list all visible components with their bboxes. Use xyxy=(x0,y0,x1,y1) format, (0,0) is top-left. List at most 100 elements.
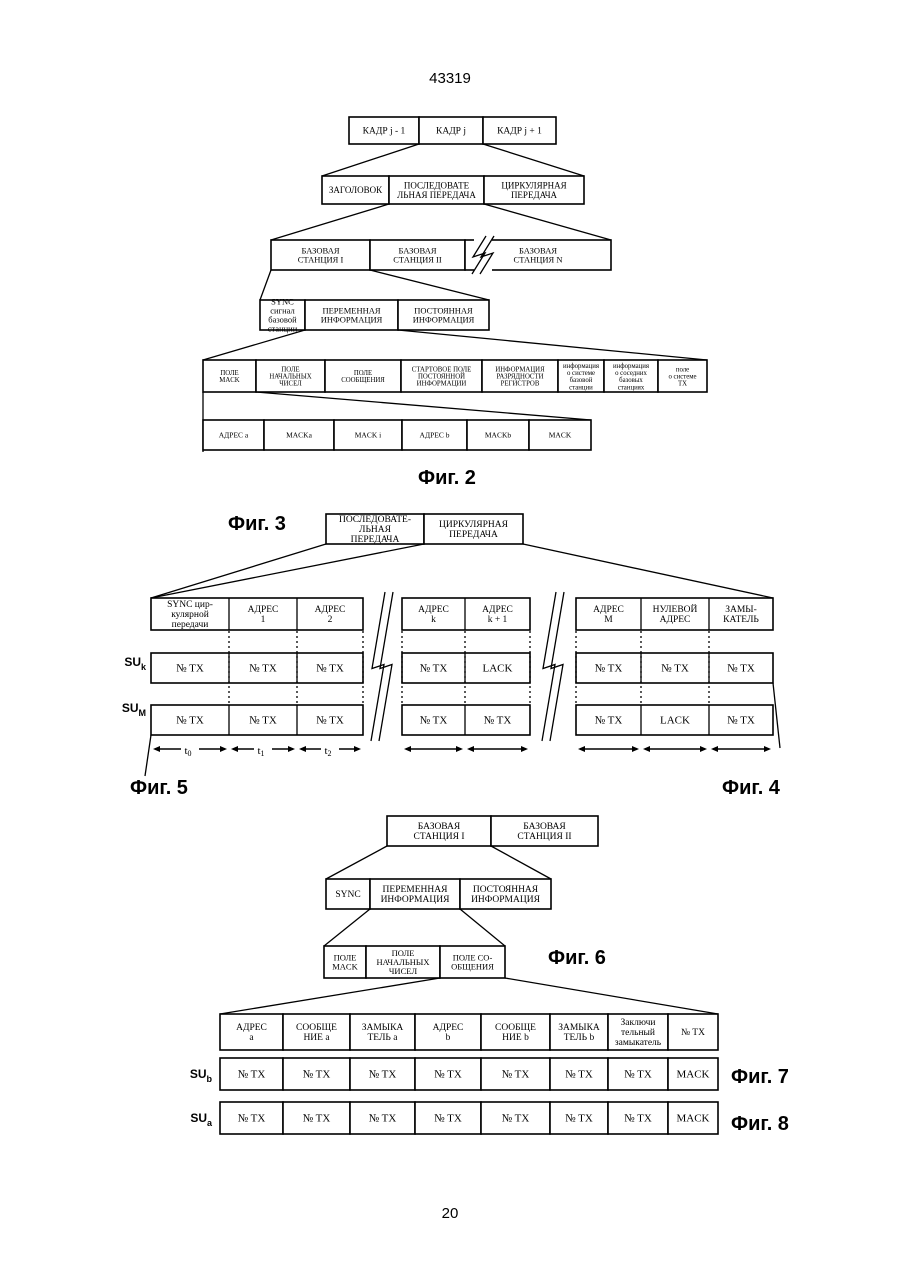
fig2-field-6-label: информация xyxy=(563,363,599,370)
fig2-mask-4: АДРЕС b xyxy=(402,420,467,450)
fig3-row-k-cell: № TX xyxy=(595,663,623,675)
fig6-column-2: СООБЩЕНИЕ a xyxy=(283,1014,350,1050)
fig3-columns-cell: АДРЕС xyxy=(315,605,346,615)
fig6-part-2-label: ИНФОРМАЦИЯ xyxy=(381,895,451,905)
fig3-row-m-cell: № TX xyxy=(420,715,448,727)
fig2-field-5-label: ИНФОРМАЦИЯ xyxy=(495,366,545,373)
fig2-field-2: ПОЛЕНАЧАЛЬНЫХЧИСЕЛ xyxy=(256,360,325,392)
fig2-mask-1-label: АДРЕС a xyxy=(219,431,249,440)
arrow-right-icon xyxy=(220,746,227,752)
fig3-columns-cell: КАТЕЛЬ xyxy=(723,615,759,625)
fig2-mask-6: MACK xyxy=(529,420,591,450)
arrow-left-icon xyxy=(711,746,718,752)
fig2-field-2-label: ЧИСЕЛ xyxy=(279,381,302,388)
fig8-caption: Фиг. 8 xyxy=(731,1113,789,1135)
connector-line xyxy=(523,544,773,598)
fig2-field-8-label: поле xyxy=(676,366,689,373)
fig3-header-1-label: ПЕРЕДАЧА xyxy=(351,535,400,545)
arrow-left-icon xyxy=(643,746,650,752)
fig2-field-7-label: информация xyxy=(613,363,649,370)
fig6-column-1-label: АДРЕС xyxy=(236,1023,267,1033)
fig6-column-7-label: тельный xyxy=(621,1027,655,1038)
fig7-cell-7-label: № TX xyxy=(624,1069,652,1081)
fig3-columns-cell: АДРЕС xyxy=(593,605,624,615)
fig2-field-2-label: ПОЛЕ xyxy=(281,366,299,373)
figure-2: КАДР j - 1КАДР jКАДР j + 1ЗАГОЛОВОКПОСЛЕ… xyxy=(203,117,707,452)
fig6-station-2-label: СТАНЦИЯ II xyxy=(517,832,571,842)
fig5-caption: Фиг. 5 xyxy=(130,777,188,799)
connector-line xyxy=(220,978,440,1014)
fig2-field-4-label: СТАРТОВОЕ ПОЛЕ xyxy=(412,366,472,373)
fig8-cell-2: № TX xyxy=(283,1102,350,1134)
arrow-left-icon xyxy=(299,746,306,752)
fig7-cell-3: № TX xyxy=(350,1058,415,1090)
fig5-pointer xyxy=(145,735,151,776)
fig2-field-7: информацияо соседнихбазовыхстанциях xyxy=(604,360,658,392)
fig3-row-m-cell: № TX xyxy=(595,715,623,727)
figure-3-4-5: ПОСЛЕДОВАТЕ-ЛЬНАЯПЕРЕДАЧАЦИРКУЛЯРНАЯПЕРЕ… xyxy=(122,514,780,776)
fig3-header-1-label: ЛЬНАЯ xyxy=(359,525,392,535)
fig3-columns-cell: ЗАМЫ- xyxy=(725,605,757,615)
fig6-caption: Фиг. 6 xyxy=(548,947,606,969)
fig8-cell-7-label: № TX xyxy=(624,1113,652,1125)
fig3-columns-cell: АДРЕС xyxy=(482,605,513,615)
fig2-frame-part-2-label: ЛЬНАЯ ПЕРЕДАЧА xyxy=(397,190,476,200)
break-gap xyxy=(373,593,391,740)
fig8-cell-4-label: № TX xyxy=(434,1113,462,1125)
fig6-column-8: № TX xyxy=(668,1014,718,1050)
fig6-field-1: ПОЛЕMACK xyxy=(324,946,366,978)
fig3-header-1: ПОСЛЕДОВАТЕ-ЛЬНАЯПЕРЕДАЧА xyxy=(326,514,424,545)
fig2-mask-3: MACK i xyxy=(334,420,402,450)
arrow-right-icon xyxy=(521,746,528,752)
fig8-cell-1-label: № TX xyxy=(238,1113,266,1125)
fig2-frame-part-3-label: ПЕРЕДАЧА xyxy=(511,190,558,200)
fig6-part-3-label: ИНФОРМАЦИЯ xyxy=(471,895,541,905)
fig8-row-label-subscript: a xyxy=(207,1118,213,1128)
fig2-field-1: ПОЛЕMACK xyxy=(203,360,256,392)
connector-line xyxy=(322,144,419,176)
fig2-station-part-2-label: ИНФОРМАЦИЯ xyxy=(321,314,383,324)
fig8-cell-1: № TX xyxy=(220,1102,283,1134)
connector-line xyxy=(151,544,326,598)
fig2-station-2: БАЗОВАЯСТАНЦИЯ II xyxy=(370,240,465,270)
fig7-row-label-main: SU xyxy=(190,1067,207,1081)
fig2-field-7-label: о соседних xyxy=(615,370,647,377)
arrow-left-icon xyxy=(153,746,160,752)
fig8-cell-8: MACK xyxy=(668,1102,718,1134)
page-number-bottom: 20 xyxy=(442,1205,459,1222)
fig3-row-m-label-subscript: M xyxy=(139,708,147,718)
fig2-mask-4-label: АДРЕС b xyxy=(420,431,450,440)
fig6-column-1: АДРЕСa xyxy=(220,1014,283,1050)
fig6-column-2-label: СООБЩЕ xyxy=(296,1023,337,1033)
time-label-subscript: 1 xyxy=(261,749,265,758)
fig3-columns-cell: 2 xyxy=(328,615,333,625)
fig2-field-4-label: ПОСТОЯННОЙ xyxy=(418,373,465,381)
fig6-column-3: ЗАМЫКАТЕЛЬ a xyxy=(350,1014,415,1050)
fig2-field-8: полео системеТХ xyxy=(658,360,707,392)
fig7-cell-7: № TX xyxy=(608,1058,668,1090)
break-gap xyxy=(544,593,562,740)
connector-line xyxy=(370,270,489,300)
fig3-columns-cell: SYNC цир- xyxy=(167,600,213,610)
fig6-column-6-label: ТЕЛЬ b xyxy=(564,1033,595,1043)
fig6-station-1: БАЗОВАЯСТАНЦИЯ I xyxy=(387,816,491,846)
time-label-subscript: 0 xyxy=(188,749,192,758)
fig6-column-6: ЗАМЫКАТЕЛЬ b xyxy=(550,1014,608,1050)
fig2-field-7-label: станциях xyxy=(618,384,645,391)
connector-line xyxy=(505,978,718,1014)
arrow-left-icon xyxy=(578,746,585,752)
fig2-mask-6-label: MACK xyxy=(549,431,572,440)
fig6-column-2-label: НИЕ a xyxy=(303,1033,330,1043)
fig2-field-5: ИНФОРМАЦИЯРАЗРЯДНОСТИРЕГИСТРОВ xyxy=(482,360,558,392)
fig2-field-1-label: ПОЛЕ xyxy=(220,370,238,377)
connector-line xyxy=(483,144,584,176)
fig2-station-1: БАЗОВАЯСТАНЦИЯ I xyxy=(271,240,370,270)
fig8-cell-8-label: MACK xyxy=(676,1113,709,1125)
fig3-columns-cell: НУЛЕВОЙ xyxy=(653,603,698,615)
fig2-field-4: СТАРТОВОЕ ПОЛЕПОСТОЯННОЙИНФОРМАЦИИ xyxy=(401,360,482,392)
fig3-row-k-label: SUk xyxy=(124,655,147,672)
figure-6-7-8: БАЗОВАЯСТАНЦИЯ IБАЗОВАЯСТАНЦИЯ IISYNCПЕР… xyxy=(190,816,718,1134)
fig6-column-4-label: АДРЕС xyxy=(433,1023,464,1033)
connector-line xyxy=(260,270,271,300)
fig2-station-1-label: СТАНЦИЯ I xyxy=(298,254,344,264)
